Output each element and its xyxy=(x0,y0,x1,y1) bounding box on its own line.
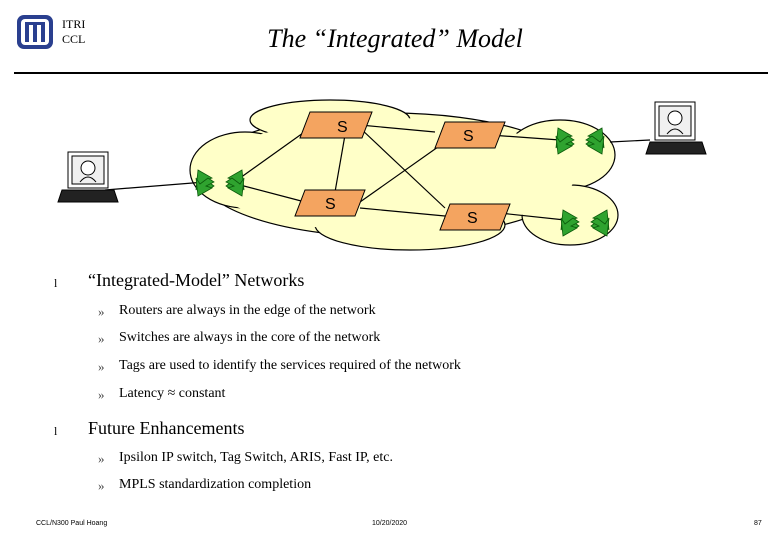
footer-author: CCL/N300 Paul Hoang xyxy=(36,520,108,527)
sub-bullet-marker: » xyxy=(98,331,105,346)
router-icon xyxy=(195,169,245,197)
svg-text:S: S xyxy=(325,196,336,213)
org-unit: CCL xyxy=(62,32,86,46)
page-number: 87 xyxy=(754,520,762,527)
footer-date: 10/20/2020 xyxy=(372,520,408,527)
sub-bullet-text: MPLS standardization completion xyxy=(119,477,312,492)
title-divider xyxy=(14,72,768,74)
bullet-text: Future Enhancements xyxy=(88,418,245,438)
itri-logo-icon xyxy=(17,15,53,49)
svg-text:S: S xyxy=(463,128,474,145)
switch-node: S xyxy=(294,189,366,217)
network-diagram: S S S S xyxy=(57,99,707,251)
org-name: ITRI xyxy=(62,17,86,31)
bullet-text: “Integrated-Model” Networks xyxy=(88,270,305,290)
slide-title: The “Integrated” Model xyxy=(267,24,523,53)
sub-bullet-marker: » xyxy=(98,359,105,374)
router-icon xyxy=(555,127,605,155)
host-computer-icon xyxy=(645,101,707,155)
sub-bullet-marker: » xyxy=(98,387,105,402)
sub-bullet-marker: » xyxy=(98,451,105,466)
switch-node: S xyxy=(299,111,373,139)
sub-bullet-text: Latency ≈ constant xyxy=(119,386,226,401)
sub-bullet-text: Tags are used to identify the services r… xyxy=(119,358,461,373)
svg-text:S: S xyxy=(337,119,348,136)
sub-bullet-marker: » xyxy=(98,478,105,493)
router-icon xyxy=(560,209,610,237)
bullet-marker: l xyxy=(54,276,58,290)
switch-node: S xyxy=(434,121,506,149)
bullet-marker: l xyxy=(54,424,58,438)
switch-node: S xyxy=(439,203,511,231)
sub-bullet-text: Routers are always in the edge of the ne… xyxy=(119,303,376,318)
svg-text:S: S xyxy=(467,210,478,227)
network-links xyxy=(104,124,651,221)
host-computer-icon xyxy=(57,151,119,203)
sub-bullet-text: Ipsilon IP switch, Tag Switch, ARIS, Fas… xyxy=(119,450,393,465)
sub-bullet-marker: » xyxy=(98,304,105,319)
sub-bullet-text: Switches are always in the core of the n… xyxy=(119,330,381,345)
